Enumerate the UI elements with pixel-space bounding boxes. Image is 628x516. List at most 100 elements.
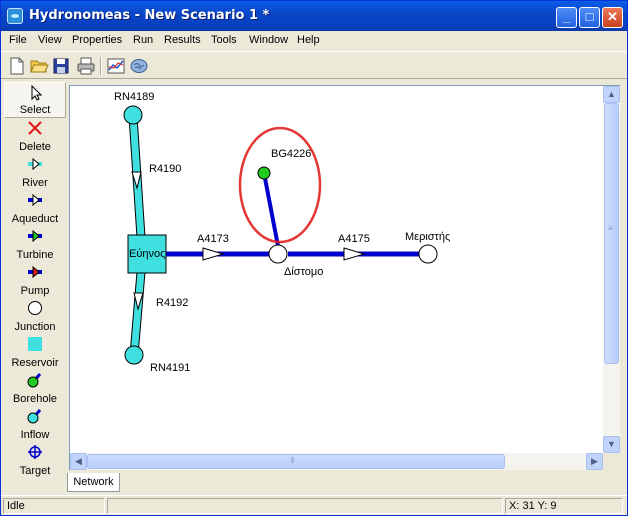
label-meristis: Μεριστής	[405, 231, 450, 243]
palette-junction[interactable]: Junction	[4, 298, 66, 334]
palette-label: Turbine	[16, 249, 54, 261]
network-canvas[interactable]: RN4189 R4190 Εύηνος A4173 Δίστομο BG4226…	[70, 86, 603, 453]
open-folder-icon[interactable]	[29, 56, 49, 76]
turbine-arrow-icon	[28, 229, 42, 243]
status-empty-panel	[107, 498, 503, 514]
brain-icon[interactable]	[129, 56, 149, 76]
network-canvas-frame: RN4189 R4190 Εύηνος A4173 Δίστομο BG4226…	[69, 85, 620, 470]
palette-label: Junction	[14, 321, 56, 333]
vertical-scroll-thumb[interactable]: ≡	[604, 103, 619, 364]
menu-bar: File View Properties Run Results Tools W…	[1, 31, 627, 51]
status-bar: Idle X: 31 Y: 9	[1, 495, 627, 515]
node-rn4189[interactable]	[123, 105, 143, 125]
palette-aqueduct[interactable]: Aqueduct	[4, 190, 66, 226]
label-a4173: A4173	[197, 233, 229, 245]
palette-label: Delete	[19, 141, 51, 153]
palette-inflow[interactable]: Inflow	[4, 406, 66, 442]
network-chart-icon[interactable]	[106, 56, 126, 76]
scroll-up-button[interactable]: ▲	[603, 86, 620, 103]
menu-file[interactable]: File	[9, 34, 27, 46]
borehole-link-bg4226[interactable]	[262, 172, 280, 247]
scroll-down-button[interactable]: ▼	[603, 436, 620, 453]
new-file-icon[interactable]	[7, 56, 27, 76]
vertical-scrollbar[interactable]: ▲ ≡ ▼	[603, 86, 620, 453]
palette-pump[interactable]: Pump	[4, 262, 66, 298]
minimize-button[interactable]: _	[556, 7, 577, 28]
label-a4175: A4175	[338, 233, 370, 245]
label-r4190: R4190	[149, 163, 181, 175]
element-palette: Select Delete River Aqueduct Turbine Pum…	[4, 82, 66, 493]
palette-label: River	[22, 177, 48, 189]
red-x-icon	[28, 121, 42, 135]
node-rn4191[interactable]	[124, 345, 144, 365]
label-rn4191: RN4191	[150, 362, 190, 374]
scroll-corner	[603, 453, 620, 470]
toolbar	[1, 51, 627, 79]
palette-river[interactable]: River	[4, 154, 66, 190]
scroll-left-button[interactable]: ◀	[70, 453, 87, 470]
river-r4190-arrow-icon	[131, 171, 142, 190]
palette-label: Pump	[20, 285, 50, 297]
scroll-right-button[interactable]: ▶	[586, 453, 603, 470]
junction-circle-icon	[28, 301, 42, 315]
hydronomeas-logo-icon	[7, 8, 23, 24]
menu-results[interactable]: Results	[164, 34, 201, 46]
palette-label: Inflow	[20, 429, 50, 441]
tab-bar: Network	[67, 473, 627, 493]
maximize-button[interactable]: □	[579, 7, 600, 28]
inflow-icon	[27, 409, 42, 424]
network-diagram: RN4189 R4190 Εύηνος A4173 Δίστομο BG4226…	[114, 91, 450, 374]
palette-label: Aqueduct	[11, 213, 59, 225]
target-crosshair-icon	[28, 445, 42, 459]
menu-properties[interactable]: Properties	[72, 34, 123, 46]
label-distomo: Δίστομο	[284, 266, 323, 278]
palette-turbine[interactable]: Turbine	[4, 226, 66, 262]
label-bg4226: BG4226	[271, 148, 311, 160]
palette-delete[interactable]: Delete	[4, 118, 66, 154]
horizontal-scrollbar[interactable]: ◀ ⦀ ▶	[70, 453, 603, 470]
status-state: Idle	[3, 498, 105, 514]
close-button[interactable]: ✕	[602, 7, 623, 28]
label-rn4189: RN4189	[114, 91, 154, 103]
palette-label: Target	[19, 465, 51, 477]
save-disk-icon[interactable]	[51, 56, 71, 76]
palette-label: Reservoir	[11, 357, 59, 369]
label-r4192: R4192	[156, 297, 188, 309]
toolbar-separator	[100, 57, 102, 75]
horizontal-scroll-thumb[interactable]: ⦀	[87, 454, 505, 469]
reservoir-square-icon	[28, 337, 42, 351]
status-coords: X: 31 Y: 9	[505, 498, 623, 514]
aqueduct-a4175-arrow-icon	[343, 247, 366, 261]
palette-target[interactable]: Target	[4, 442, 66, 478]
palette-label: Select	[19, 104, 51, 116]
thumb-grip-icon: ⦀	[291, 456, 295, 465]
junction-distomo[interactable]	[268, 244, 288, 264]
junction-meristis[interactable]	[418, 244, 438, 264]
menu-run[interactable]: Run	[133, 34, 154, 46]
title-bar[interactable]: Hydronomeas - New Scenario 1 * _ □ ✕	[1, 1, 627, 31]
palette-reservoir[interactable]: Reservoir	[4, 334, 66, 370]
reservoir-euinos[interactable]	[127, 234, 167, 274]
river-r4192[interactable]	[130, 271, 145, 356]
palette-borehole[interactable]: Borehole	[4, 370, 66, 406]
borehole-icon	[27, 373, 42, 388]
aqueduct-a4173-arrow-icon	[202, 247, 225, 261]
aqueduct-arrow-icon	[28, 193, 42, 207]
river-arrow-icon	[28, 157, 42, 171]
label-euinos: Εύηνος	[129, 248, 165, 260]
tab-network[interactable]: Network	[67, 473, 120, 492]
menu-tools[interactable]: Tools	[211, 34, 237, 46]
window-title: Hydronomeas - New Scenario 1 *	[29, 8, 270, 23]
menu-help[interactable]: Help	[297, 34, 320, 46]
menu-view[interactable]: View	[38, 34, 62, 46]
river-r4192-arrow-icon	[133, 292, 144, 311]
palette-select[interactable]: Select	[4, 82, 66, 118]
thumb-grip-icon: ≡	[608, 224, 613, 233]
borehole-bg4226[interactable]	[257, 166, 271, 180]
pump-arrow-icon	[28, 265, 42, 279]
print-icon[interactable]	[76, 56, 96, 76]
menu-window[interactable]: Window	[249, 34, 289, 46]
palette-label: Borehole	[12, 393, 58, 405]
highlight-ellipse	[238, 126, 322, 244]
